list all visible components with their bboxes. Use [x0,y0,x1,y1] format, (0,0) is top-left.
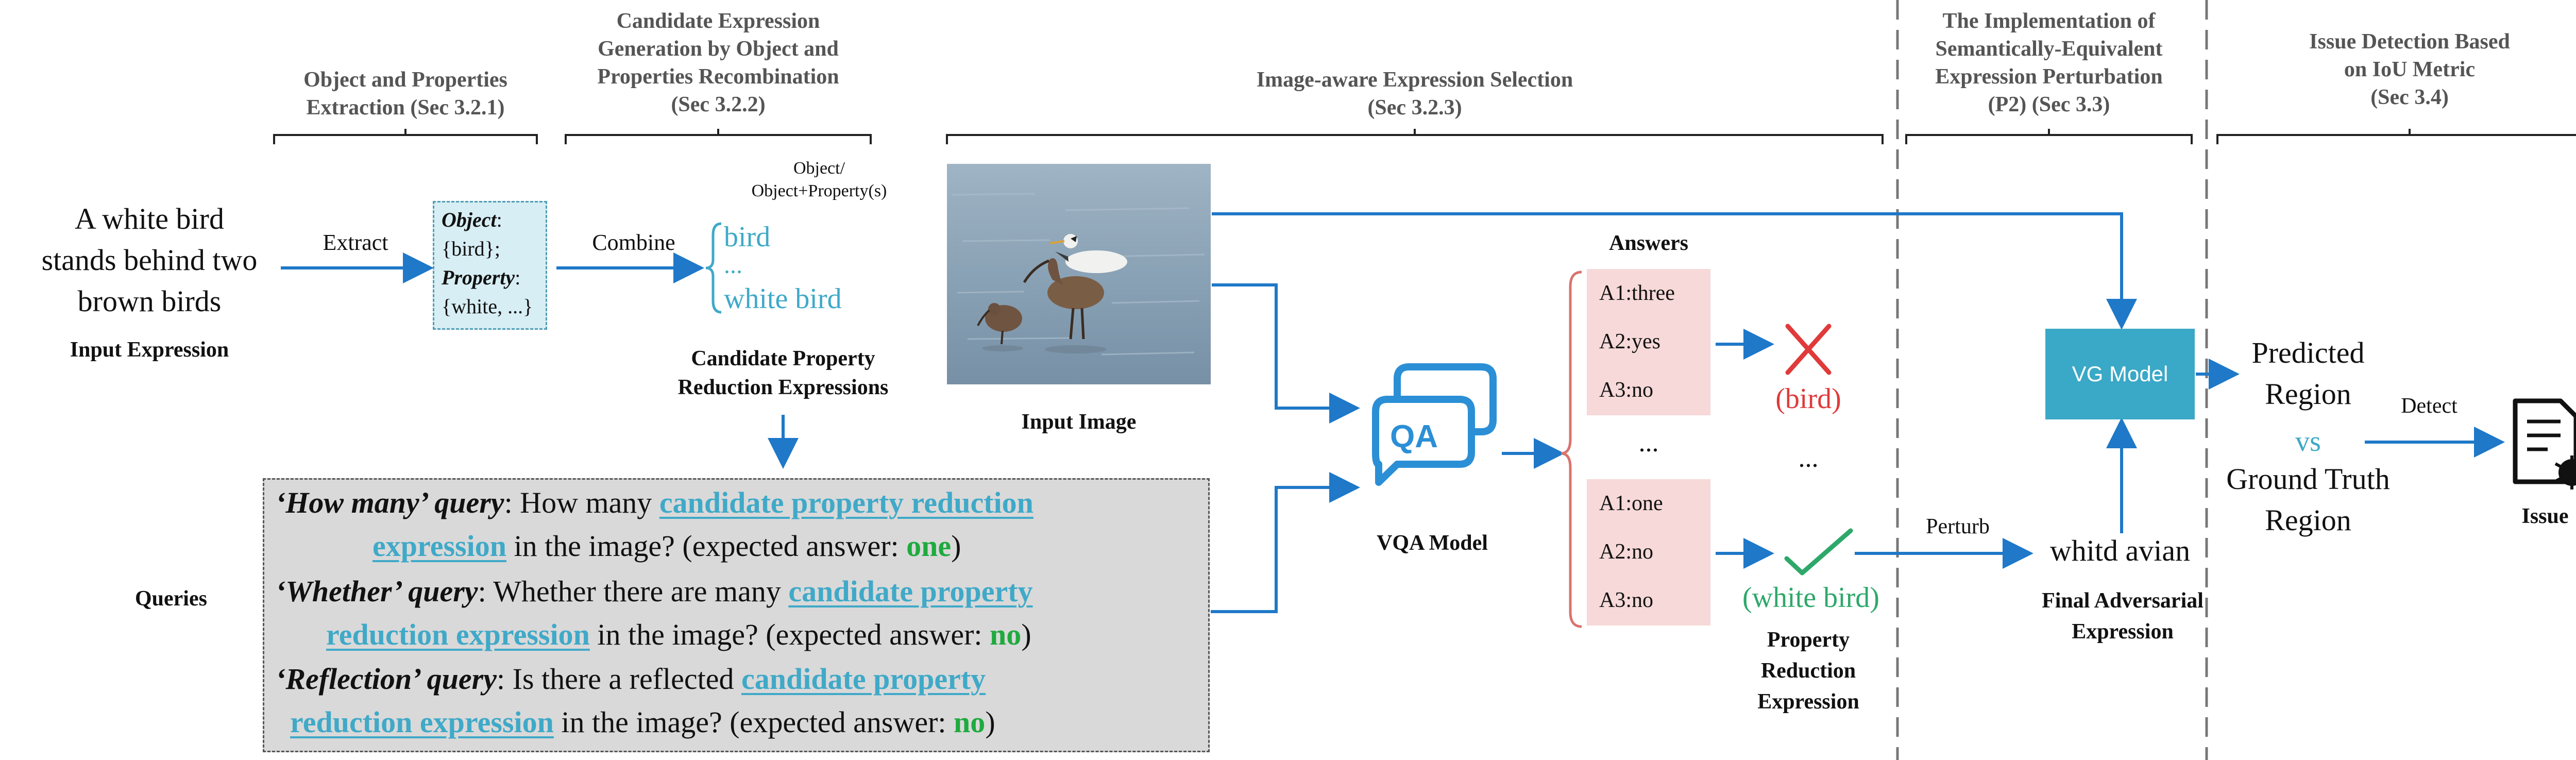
candidate-item-ellipsis: ... [724,251,742,279]
queries-panel: ‘How many’ query: How many candidate pro… [263,478,1210,752]
vs-label: vs [2295,426,2321,458]
svg-text:QA: QA [1390,419,1438,454]
combine-label: Combine [592,230,675,255]
perturb-label: Perturb [1926,515,1990,538]
candidate-label: Candidate Property Reduction Expressions [677,347,889,399]
query-whether-pre: : Whether there are many [478,575,789,608]
answer-2-3: A3:no [1599,588,1653,612]
answers-group-2: A1:one A2:no A3:no [1587,479,1710,626]
query-reflection-answer: no [954,705,986,739]
candidate-item-bird: bird [724,221,771,253]
query-whether-post: in the image? (expected answer: [589,618,990,651]
arrow-image-to-vg [1212,212,2137,330]
query-reflection-highlight-b: reduction expression [290,705,554,739]
property-value: {white, ...} [442,295,533,318]
query-reflection-label: ‘Reflection’ query [276,662,497,696]
candidate-item-white-bird: white bird [724,283,842,315]
input-image-label: Input Image [1021,410,1137,434]
final-adversarial-label: Final Adversarial Expression [2042,589,2204,644]
object-value: {bird}; [442,237,500,260]
query-how-many-label: ‘How many’ query [276,486,504,519]
header-extraction: Object and Properties Extraction (Sec 3.… [303,68,507,120]
answer-1-3: A3:no [1599,378,1653,402]
input-expression-label: Input Expression [70,338,229,362]
property-label: Property [442,266,515,289]
brace-extraction [273,129,538,144]
answer-2-1: A1:one [1599,492,1663,515]
query-reflection-highlight-a: candidate property [741,662,986,696]
query-whether-line2: reduction expression in the image? (expe… [326,616,1031,654]
answer-2-2: A2:no [1599,540,1653,564]
brace-selection [946,129,1884,144]
candidate-header: Object/ Object+Property(s) [751,159,887,200]
brace-detection [2216,129,2576,144]
answer-1-2: A2:yes [1599,330,1660,353]
ground-truth-region-label: Ground Truth Region [2226,462,2390,537]
query-whether-line1: ‘Whether’ query: Whether there are many … [276,572,1033,611]
query-how-many-highlight-b: expression [372,529,506,563]
detect-label: Detect [2401,394,2458,418]
vg-model-label: VG Model [2072,362,2168,386]
header-generation: Candidate Expression Generation by Objec… [597,9,839,116]
answers-group-1: A1:three A2:yes A3:no [1587,269,1710,415]
header-detection: Issue Detection Based on IoU Metric (Sec… [2309,30,2510,109]
query-how-many-line1: ‘How many’ query: How many candidate pro… [276,484,1033,522]
query-whether-close: ) [1021,618,1031,651]
answers-ellipsis: ... [1638,428,1659,458]
query-reflection-close: ) [985,705,995,739]
property-reduction-label: Property Reduction Expression [1757,628,1859,714]
vg-model-box: VG Model [2045,329,2195,419]
vqa-model-label: VQA Model [1377,531,1488,555]
object-label: Object [442,208,497,231]
query-how-many-close: ) [951,529,961,563]
queries-label: Queries [135,587,207,611]
query-reflection-post: in the image? (expected answer: [553,705,954,739]
predicted-region-label: Predicted Region [2251,336,2365,411]
query-whether-label: ‘Whether’ query [276,575,478,608]
query-how-many-post: in the image? (expected answer: [506,529,907,563]
query-reflection-pre: : Is there a reflected [496,662,741,696]
answers-bracket [1561,271,1582,628]
candidate-bracket [705,222,722,314]
query-whether-answer: no [990,618,1022,651]
extract-label: Extract [323,230,388,255]
adversarial-expression: whitd avian [2049,534,2191,567]
reject-label: (bird) [1775,383,1841,415]
query-reflection-line2: reduction expression in the image? (expe… [290,703,995,741]
answers-title: Answers [1609,231,1688,255]
query-how-many-line2: expression in the image? (expected answe… [372,527,961,565]
query-how-many-highlight-a: candidate property reduction [659,486,1033,519]
issue-label: Issue [2521,504,2569,528]
arrow-queries-to-vqa [1211,472,1360,613]
header-selection: Image-aware Expression Selection (Sec 3.… [1256,68,1573,120]
brace-generation [565,129,872,144]
input-expression-text: A white bird stands behind two brown bir… [41,202,258,318]
input-image [947,164,1211,384]
reject-icon [1785,324,1832,375]
query-reflection-line1: ‘Reflection’ query: Is there a reflected… [276,660,986,698]
answer-1-1: A1:three [1599,281,1675,305]
arrow-image-to-vqa [1212,283,1360,424]
section-braces [273,129,2576,144]
bird-photo [947,164,1211,384]
query-whether-highlight-b: reduction expression [326,618,590,651]
issue-document-icon [2513,398,2576,489]
vqa-model-icon: QA [1372,363,1497,486]
results-ellipsis: ... [1798,444,1819,473]
header-perturbation: The Implementation of Semantically-Equiv… [1935,9,2163,116]
extraction-box: Object: {bird}; Property: {white, ...} [433,201,547,330]
query-how-many-pre: : How many [504,486,659,519]
query-whether-highlight-a: candidate property [788,575,1033,608]
accept-icon [1784,528,1853,576]
query-how-many-answer: one [906,529,952,563]
accept-label: (white bird) [1742,582,1879,614]
brace-perturbation [1905,129,2193,144]
